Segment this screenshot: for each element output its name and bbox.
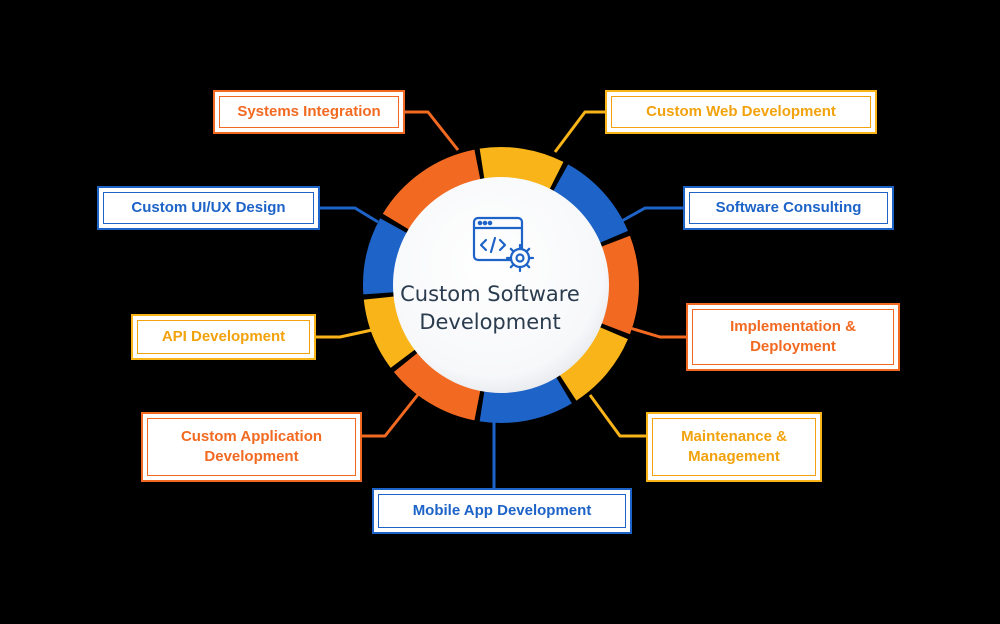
service-custom-web-development: Custom Web Development: [605, 90, 877, 134]
connector-custom-ui-ux-design: [320, 206, 379, 224]
service-mobile-app-development: Mobile App Development: [372, 488, 632, 534]
hub-circle: [393, 177, 609, 393]
center-title-line-1: Custom Software: [400, 282, 580, 306]
connector-api-development: [316, 328, 373, 339]
service-custom-application-development: Custom Application Development: [141, 412, 362, 482]
service-software-consulting: Software Consulting: [683, 186, 894, 230]
service-implementation-deployment: Implementation & Deployment: [686, 303, 900, 371]
hub-ring-segment-1: [382, 149, 482, 234]
service-custom-ui-ux-design: Custom UI/UX Design: [97, 186, 320, 230]
service-api-development: API Development: [131, 314, 316, 360]
code-window-gear-icon: [472, 216, 535, 273]
hub-ring-segment-7: [393, 348, 482, 421]
connector-implementation-deployment: [629, 326, 686, 339]
connector-software-consulting: [619, 206, 683, 224]
connector-custom-application-development: [362, 391, 422, 438]
hub-ring-segment-6: [479, 370, 572, 424]
hub-ring-segment-3: [549, 164, 628, 246]
hub-ring-segment-5: [555, 324, 628, 401]
hub-ring-segment-8: [363, 295, 422, 368]
connector-systems-integration: [405, 110, 460, 151]
connector-custom-web-development: [553, 110, 605, 153]
connector-maintenance-management: [588, 394, 646, 438]
center-title: Custom Software Development: [395, 280, 585, 336]
service-maintenance-management: Maintenance & Management: [646, 412, 822, 482]
center-title-line-2: Development: [419, 310, 561, 334]
service-systems-integration: Systems Integration: [213, 90, 405, 134]
